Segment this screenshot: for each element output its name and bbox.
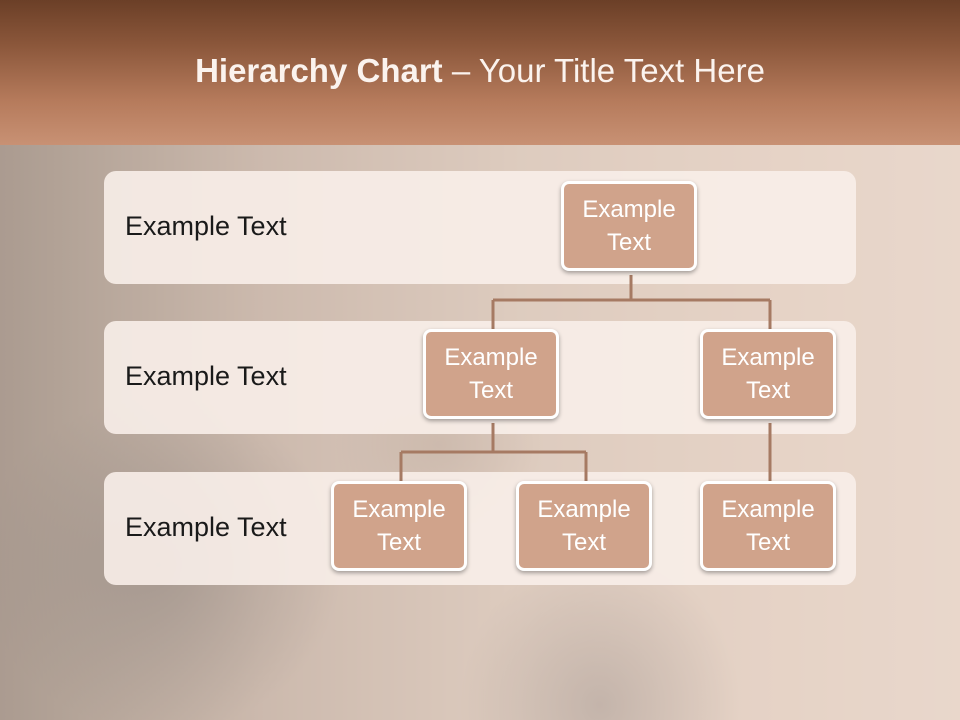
- title-rest: – Your Title Text Here: [442, 52, 765, 89]
- org-node-right-child-1-text: Example Text: [721, 496, 815, 556]
- org-node-root-text: Example Text: [582, 196, 676, 256]
- title-bold: Hierarchy Chart: [195, 52, 443, 89]
- org-node-right-manager-text: Example Text: [721, 344, 815, 404]
- slide-title: Hierarchy Chart – Your Title Text Here: [0, 52, 960, 90]
- org-node-left-child-2[interactable]: Example Text: [516, 481, 652, 571]
- org-node-left-child-1[interactable]: Example Text: [331, 481, 467, 571]
- level-label-1: Example Text: [125, 211, 287, 241]
- level-label-3: Example Text: [125, 512, 287, 542]
- org-node-right-manager[interactable]: Example Text: [700, 329, 836, 419]
- org-node-left-child-2-text: Example Text: [537, 496, 631, 556]
- level-label-2: Example Text: [125, 361, 287, 391]
- level-band-1: [104, 171, 856, 284]
- org-node-left-manager-text: Example Text: [444, 344, 538, 404]
- slide-header: Hierarchy Chart – Your Title Text Here: [0, 0, 960, 145]
- org-node-left-child-1-text: Example Text: [352, 496, 446, 556]
- org-node-root[interactable]: Example Text: [561, 181, 697, 271]
- org-node-right-child-1[interactable]: Example Text: [700, 481, 836, 571]
- org-node-left-manager[interactable]: Example Text: [423, 329, 559, 419]
